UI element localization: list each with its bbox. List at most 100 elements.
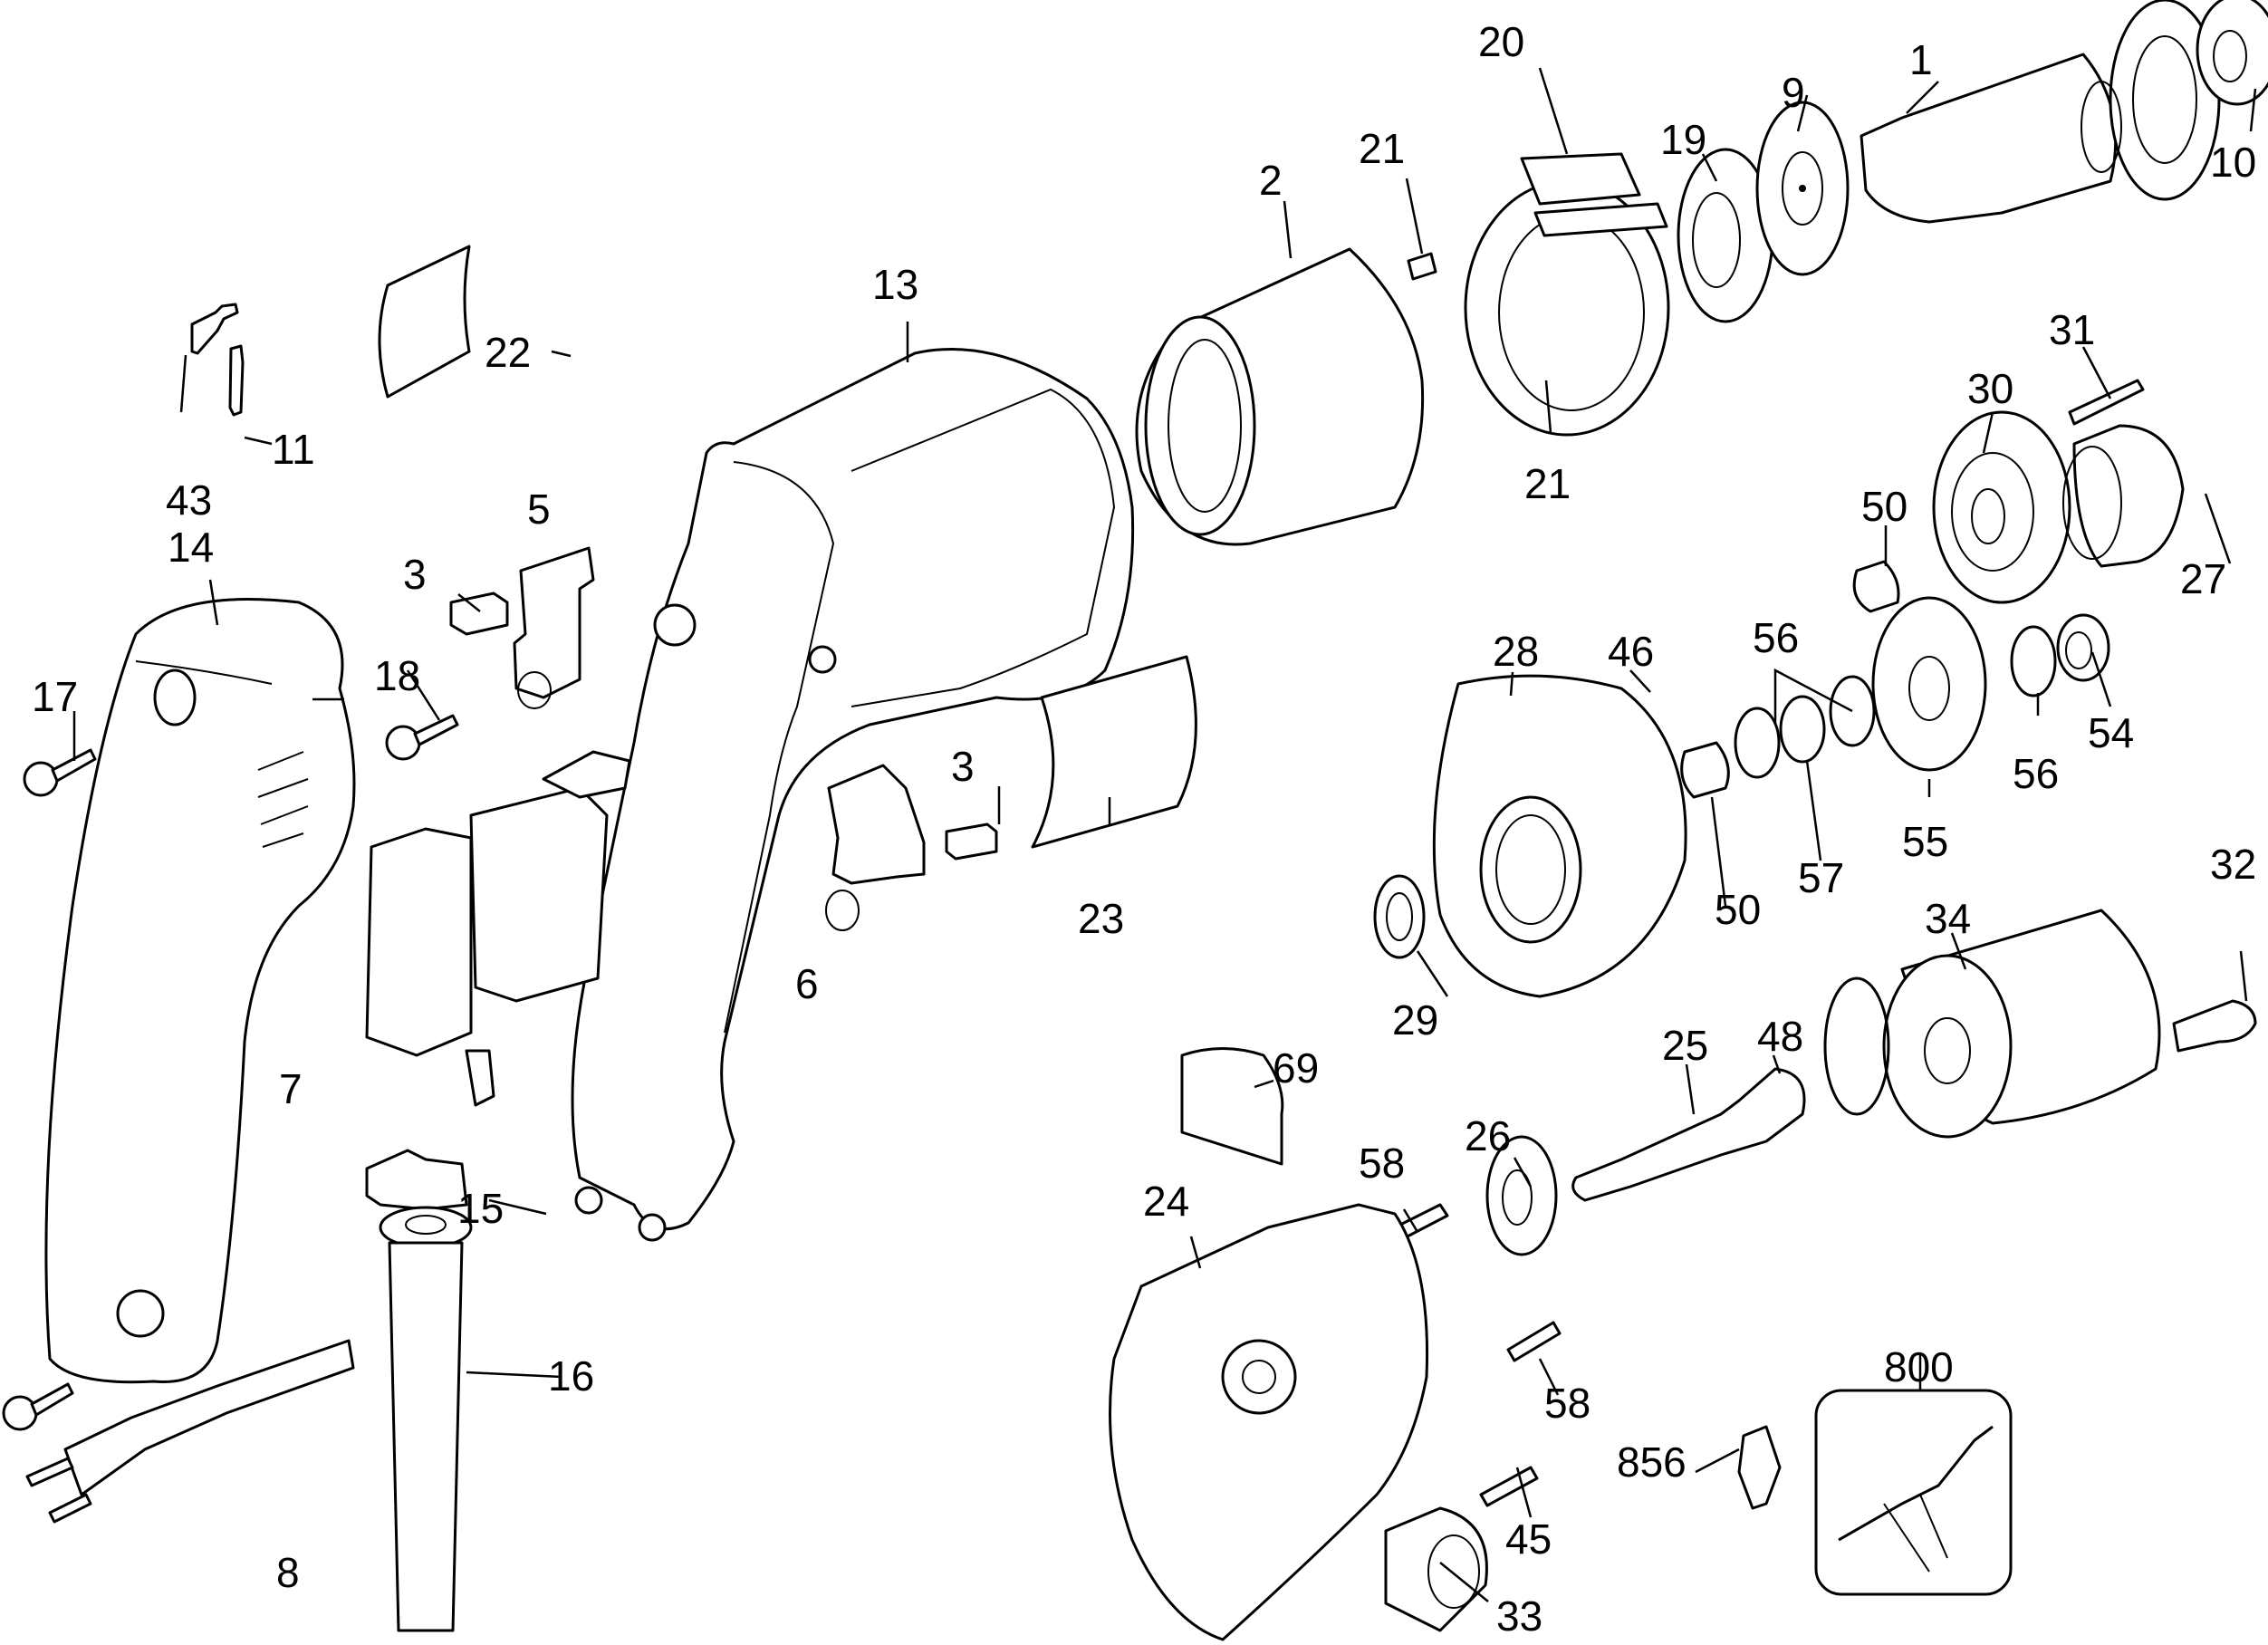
callout-69: 69 bbox=[1273, 1044, 1319, 1092]
part-brush-clip bbox=[190, 303, 239, 355]
callout-56: 56 bbox=[2013, 750, 2059, 797]
part-label-plate-top bbox=[378, 245, 471, 399]
callout-8: 8 bbox=[276, 1549, 300, 1596]
part-screw-handle-bottom bbox=[2, 1382, 74, 1431]
part-washer-56-c bbox=[2010, 625, 2057, 697]
part-brush-upper bbox=[449, 592, 509, 636]
part-screw-45 bbox=[1479, 1466, 1539, 1507]
callout-50: 50 bbox=[1861, 483, 1908, 530]
part-field-stator bbox=[1135, 247, 1425, 546]
callout-26: 26 bbox=[1465, 1112, 1511, 1159]
callout-25: 25 bbox=[1662, 1022, 1708, 1069]
callout-45: 45 bbox=[1505, 1515, 1552, 1563]
callout-56: 56 bbox=[1753, 614, 1799, 661]
part-gear-55 bbox=[1871, 596, 1987, 772]
callout-15: 15 bbox=[457, 1185, 504, 1232]
part-brush-holder-5 bbox=[513, 546, 595, 709]
callout-23: 23 bbox=[1078, 895, 1124, 942]
part-bearing-10 bbox=[2196, 0, 2268, 106]
callout-22: 22 bbox=[485, 329, 531, 376]
callout-24: 24 bbox=[1143, 1178, 1189, 1225]
part-washer-56-a bbox=[1734, 707, 1781, 779]
callout-48: 48 bbox=[1757, 1013, 1803, 1060]
leader-lines bbox=[72, 67, 2257, 1602]
callout-5: 5 bbox=[527, 486, 551, 533]
part-switch bbox=[365, 750, 631, 1107]
callout-58: 58 bbox=[1359, 1140, 1405, 1187]
part-cord-protector bbox=[379, 1206, 473, 1632]
part-retaining-ring bbox=[1823, 976, 1890, 1116]
part-clip-856 bbox=[1737, 1425, 1782, 1510]
part-gear-case-plate bbox=[1432, 674, 1687, 998]
callout-9: 9 bbox=[1782, 69, 1805, 116]
callout-20: 20 bbox=[1478, 18, 1524, 65]
part-kit-800 bbox=[1814, 1389, 2013, 1596]
part-chuck bbox=[1882, 909, 2161, 1139]
part-brush-holder-6 bbox=[825, 764, 926, 931]
part-strain-relief-clamp bbox=[365, 1149, 468, 1211]
callout-43: 43 bbox=[166, 476, 212, 524]
callout-19: 19 bbox=[1660, 116, 1706, 163]
part-bushing-upper bbox=[1852, 560, 1900, 613]
callout-34: 34 bbox=[1925, 895, 1971, 942]
callout-17: 17 bbox=[32, 673, 78, 720]
callout-58: 58 bbox=[1544, 1380, 1590, 1427]
callout-7: 7 bbox=[279, 1065, 303, 1112]
callout-28: 28 bbox=[1493, 628, 1539, 675]
part-washer-29 bbox=[1373, 874, 1426, 959]
part-bearing-cap bbox=[1384, 1506, 1488, 1632]
part-commutator bbox=[1755, 101, 1850, 276]
part-spindle bbox=[1571, 1067, 1806, 1202]
callout-10: 10 bbox=[2210, 139, 2256, 186]
callout-1: 1 bbox=[1909, 36, 1933, 83]
part-label-plate-small bbox=[1180, 1047, 1284, 1166]
part-bushing-lower bbox=[1680, 741, 1730, 799]
callout-labels: 1 2 3 3 5 6 7 8 9 10 11 13 14 15 16 17 1… bbox=[32, 18, 2256, 1640]
part-bearing-26 bbox=[1485, 1135, 1558, 1256]
callout-16: 16 bbox=[548, 1352, 594, 1400]
part-pin-upper bbox=[1407, 252, 1437, 281]
part-needle-bearing bbox=[2056, 613, 2110, 682]
part-gear-case bbox=[1109, 1203, 1429, 1641]
callout-3: 3 bbox=[403, 551, 427, 598]
callout-32: 32 bbox=[2210, 841, 2256, 888]
part-brush-plate bbox=[1464, 152, 1670, 437]
part-screw-17 bbox=[23, 748, 97, 797]
part-label-plate-lower bbox=[1031, 655, 1197, 849]
part-screw-18 bbox=[385, 714, 459, 761]
part-chuck-screw bbox=[2172, 999, 2257, 1053]
part-motor-housing bbox=[571, 348, 1135, 1242]
callout-30: 30 bbox=[1967, 365, 2013, 412]
part-sleeve bbox=[2062, 424, 2185, 568]
part-key-pin bbox=[2068, 379, 2145, 426]
callout-55: 55 bbox=[1902, 818, 1948, 865]
callout-2: 2 bbox=[1259, 157, 1283, 204]
part-cord-plug bbox=[25, 1339, 355, 1524]
callout-856: 856 bbox=[1617, 1438, 1687, 1486]
part-armature bbox=[1860, 0, 2221, 224]
callout-21: 21 bbox=[1524, 460, 1571, 507]
callout-14: 14 bbox=[168, 524, 214, 571]
part-handle-half bbox=[44, 598, 356, 1384]
part-brush-lower bbox=[945, 822, 998, 861]
callout-800: 800 bbox=[1884, 1343, 1954, 1390]
callout-27: 27 bbox=[2180, 555, 2226, 602]
part-screw-58-lower bbox=[1506, 1321, 1562, 1362]
callout-46: 46 bbox=[1608, 628, 1654, 675]
callout-6: 6 bbox=[795, 960, 819, 1007]
callout-18: 18 bbox=[374, 652, 420, 699]
callout-31: 31 bbox=[2049, 306, 2095, 353]
part-terminal bbox=[228, 344, 245, 417]
callout-57: 57 bbox=[1798, 854, 1844, 901]
callout-11: 11 bbox=[272, 426, 315, 473]
part-retainer bbox=[1779, 695, 1826, 764]
callout-21: 21 bbox=[1359, 125, 1405, 172]
callout-50: 50 bbox=[1715, 886, 1761, 933]
callout-54: 54 bbox=[2088, 709, 2134, 756]
part-gear-30 bbox=[1932, 410, 2071, 604]
callout-3: 3 bbox=[951, 743, 975, 790]
callout-33: 33 bbox=[1496, 1592, 1542, 1640]
callout-29: 29 bbox=[1392, 996, 1438, 1044]
callout-13: 13 bbox=[872, 261, 918, 308]
